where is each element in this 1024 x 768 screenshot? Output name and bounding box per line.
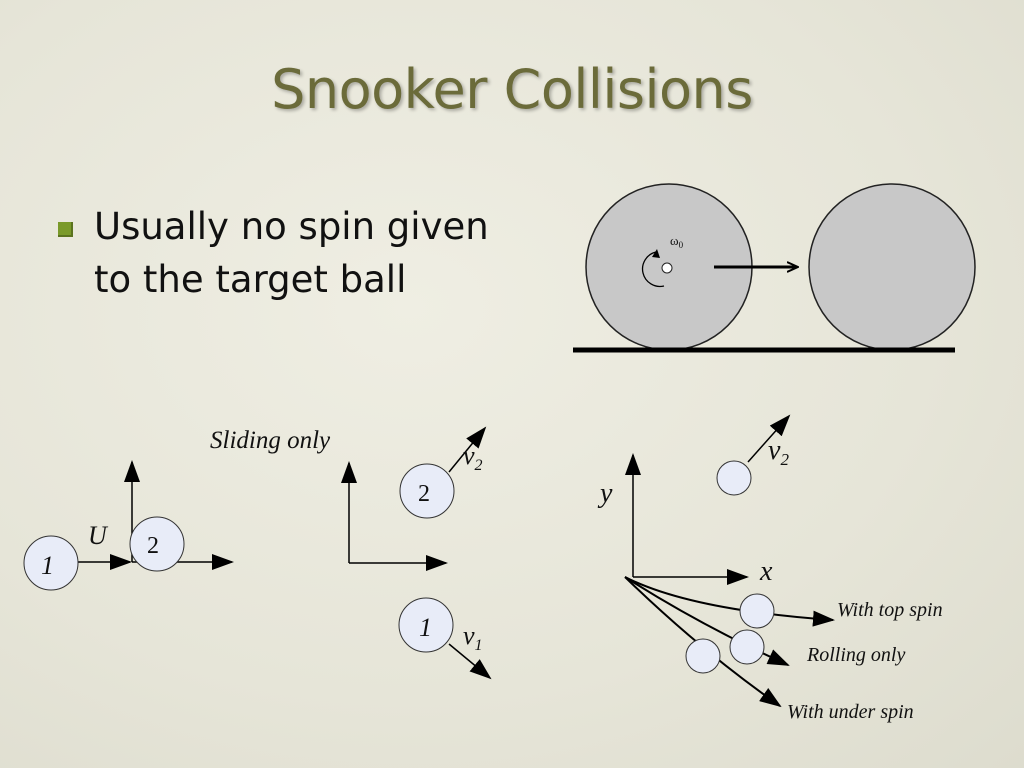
v2-arrow-mid	[448, 426, 487, 473]
top-spin-path	[624, 576, 835, 627]
v2-arrow-right	[747, 414, 791, 463]
table-diagram: ω0	[573, 183, 976, 353]
v1-arrow-mid	[448, 643, 492, 680]
rolling-path	[624, 576, 790, 666]
ball-top-spin	[739, 593, 775, 629]
target-ball-right	[716, 460, 752, 496]
v2-label-right: v2	[768, 435, 789, 469]
ball-2-mid	[399, 463, 455, 519]
target-ball	[808, 183, 976, 351]
v1-label-mid: v1	[463, 621, 483, 654]
initial-collision: 1 2 U	[23, 460, 234, 591]
top-spin-label: With top spin	[837, 599, 943, 621]
v2-label-mid: v2	[463, 441, 483, 474]
ball-2-left	[129, 516, 185, 572]
ball-2-left-label: 2	[147, 533, 159, 559]
y-axis-label: y	[597, 478, 613, 509]
ball-1-mid	[398, 597, 454, 653]
bullet-text: Usually no spin given to the target ball	[94, 205, 489, 301]
spin-trajectories: y x v2 With top spin Rolling only With u…	[597, 414, 943, 723]
ball-1-left	[23, 535, 79, 591]
ball-1-mid-label: 1	[419, 613, 432, 642]
spin-center	[661, 262, 673, 274]
square-bullet-icon	[58, 222, 73, 237]
u-label: U	[88, 521, 109, 550]
ball-1-left-label: 1	[41, 551, 54, 580]
omega-label: ω0	[670, 233, 684, 250]
under-spin-label: With under spin	[787, 701, 914, 723]
spin-arrowhead-icon	[652, 249, 660, 258]
slide-title: Snooker Collisions	[271, 58, 753, 121]
spin-arrow-icon	[641, 251, 665, 288]
ball-under-spin	[685, 638, 721, 674]
x-axis-label: x	[759, 556, 773, 587]
ball-2-mid-label: 2	[418, 481, 430, 507]
ball-rolling	[729, 629, 765, 665]
sliding-only-label: Sliding only	[210, 427, 331, 454]
sliding-diagram: Sliding only 2 1 v2 v1	[210, 426, 492, 680]
rolling-label: Rolling only	[806, 644, 905, 666]
